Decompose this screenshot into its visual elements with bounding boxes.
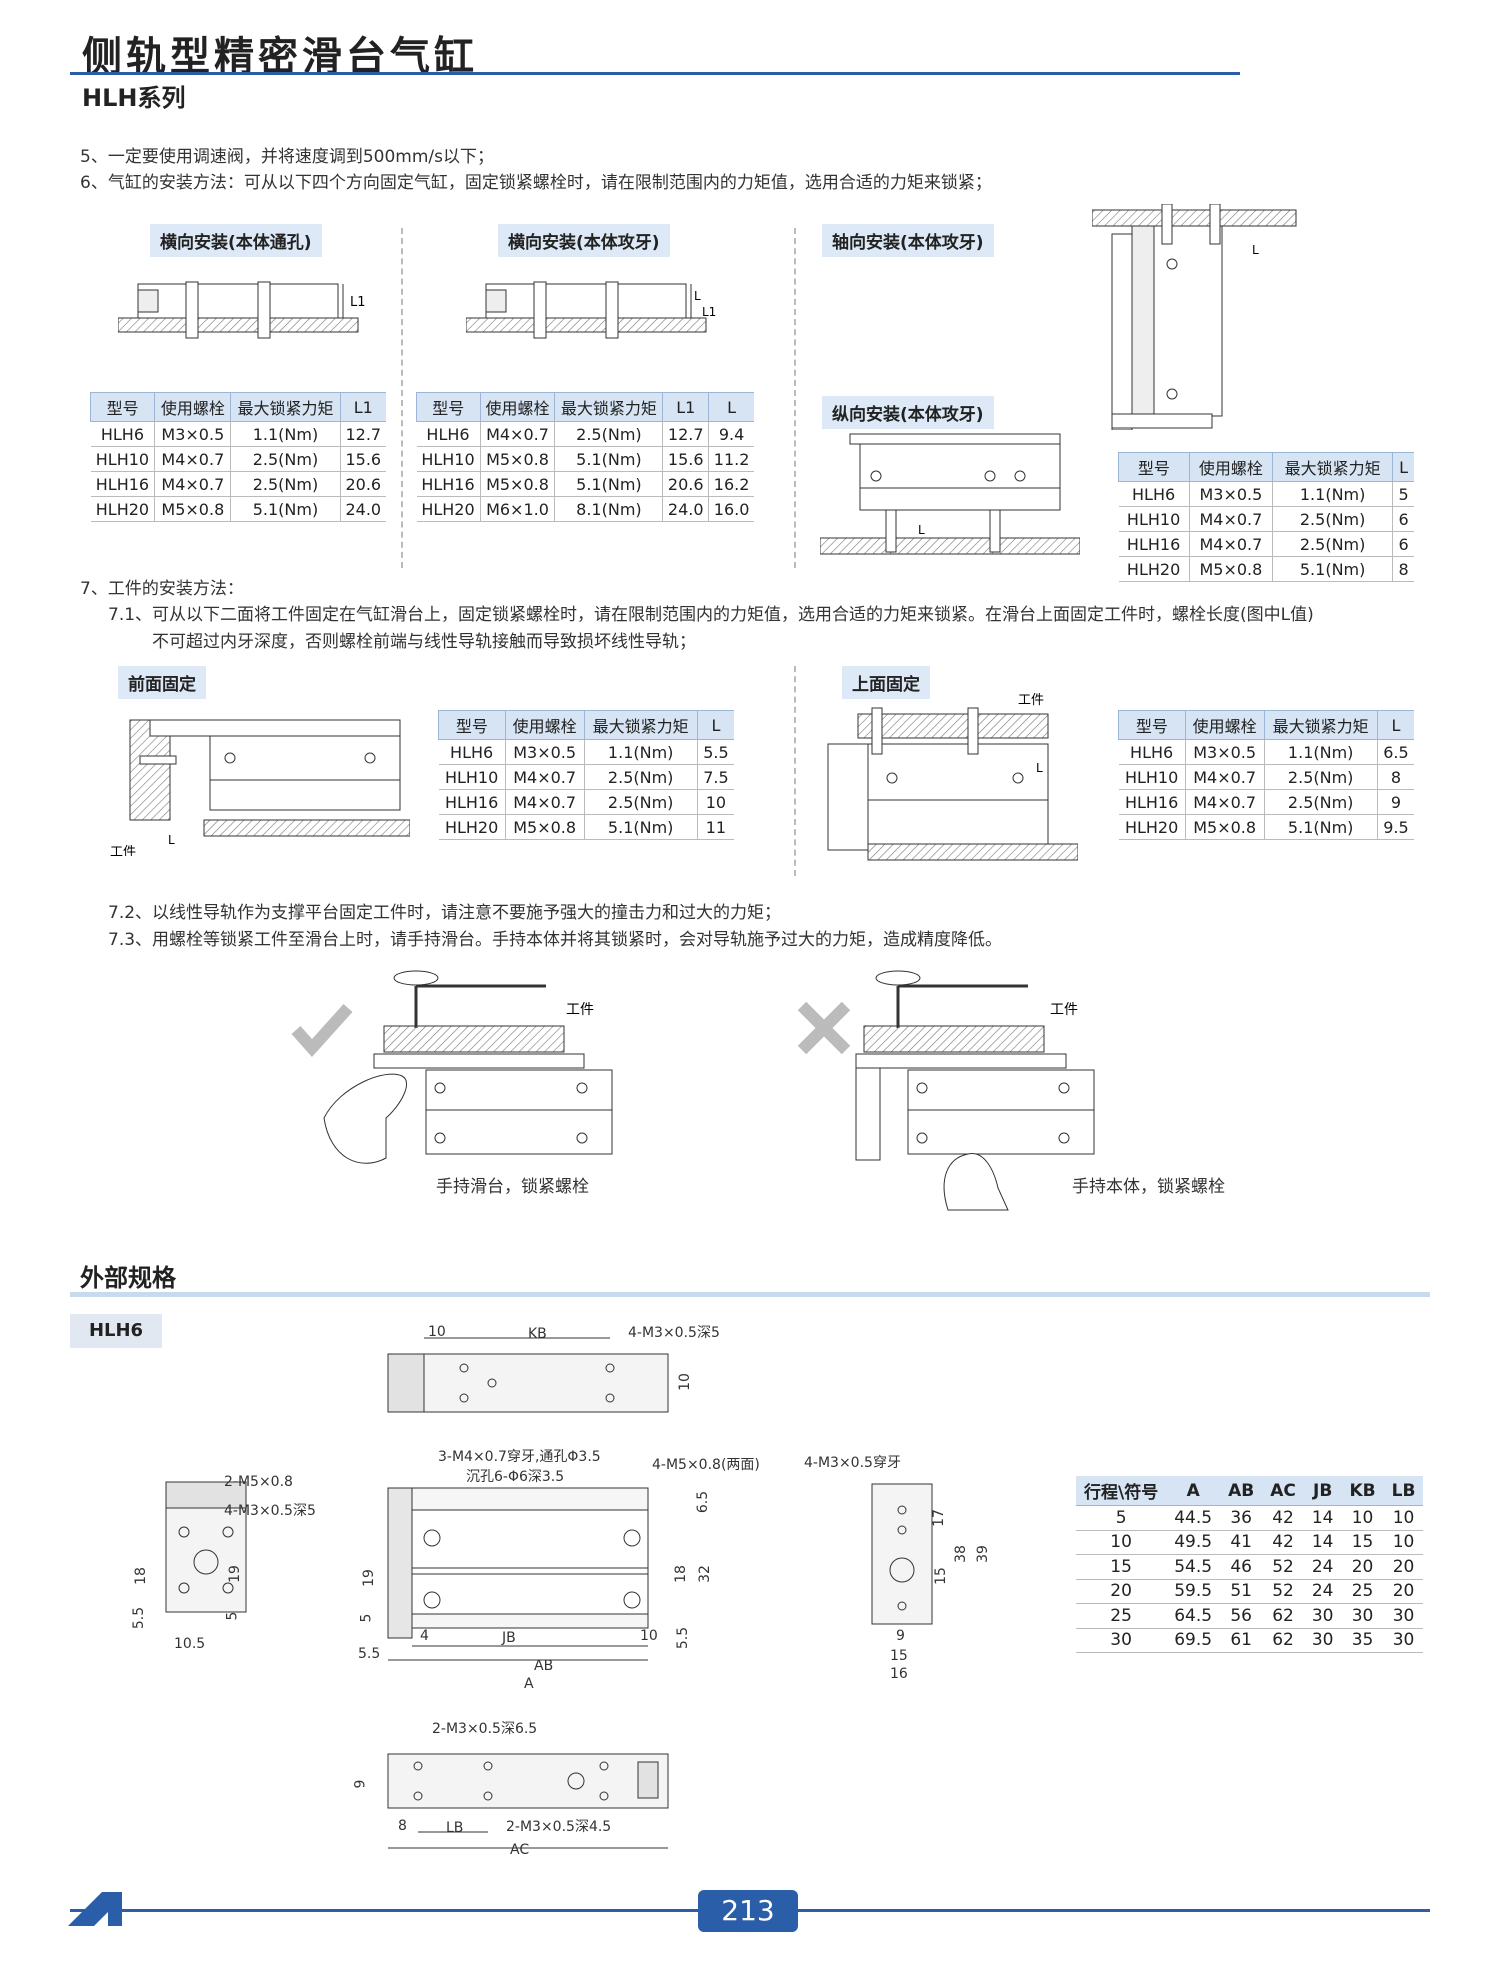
- header-rule: [70, 72, 1240, 75]
- note-7-1b: 不可超过内牙深度，否则螺栓前端与线性导轨接触而导致损坏线性导轨；: [152, 632, 696, 652]
- svg-text:L: L: [1252, 243, 1259, 257]
- drawing-front-view: [387, 1487, 649, 1661]
- tag-axial-tapped: 轴向安装(本体攻牙): [822, 224, 994, 257]
- divider-3: [794, 666, 796, 876]
- svg-text:工件: 工件: [110, 845, 136, 856]
- note-7: 7、工件的安装方法：: [80, 579, 244, 599]
- diagram-longitudinal: L: [820, 433, 1080, 555]
- svg-text:L: L: [918, 523, 925, 537]
- diagram-axial: L: [1092, 204, 1297, 430]
- drawing-bottom-view: [387, 1753, 669, 1849]
- cross-icon: [798, 1001, 851, 1055]
- svg-text:工件: 工件: [566, 1002, 594, 1018]
- drawing-top-view: [387, 1337, 669, 1413]
- svg-text:L: L: [168, 833, 175, 847]
- illustration-good: 工件: [291, 970, 613, 1164]
- section-title-external: 外部规格: [80, 1264, 176, 1292]
- tag-lateral-through: 横向安装(本体通孔): [150, 224, 322, 257]
- caption-good: 手持滑台，锁紧螺栓: [436, 1177, 589, 1197]
- note-7-3: 7.3、用螺栓等锁紧工件至滑台上时，请手持滑台。手持本体并将其锁紧时，会对导轨施…: [108, 930, 1003, 950]
- brand-logo-icon: [68, 1892, 122, 1926]
- check-icon: [291, 1003, 353, 1057]
- note-7-1a: 7.1、可从以下二面将工件固定在气缸滑台上，固定锁紧螺栓时，请在限制范围内的力矩…: [108, 605, 1314, 625]
- svg-text:工件: 工件: [1018, 693, 1044, 708]
- diagram-lateral-tapped: L L1: [466, 281, 716, 339]
- svg-text:L: L: [1036, 761, 1043, 775]
- series-title: HLH系列: [82, 84, 186, 112]
- caption-bad: 手持本体，锁紧螺栓: [1072, 1177, 1225, 1197]
- l1-label: L1: [350, 295, 366, 310]
- note-7-2: 7.2、以线性导轨作为支撑平台固定工件时，请注意不要施予强大的撞击力和过大的力矩…: [108, 903, 782, 923]
- drawing-end-view: [871, 1483, 933, 1625]
- tag-lateral-tapped: 横向安装(本体攻牙): [498, 224, 670, 257]
- tag-front-fix: 前面固定: [118, 666, 206, 699]
- note-5: 5、一定要使用调速阀，并将速度调到500mm/s以下；: [80, 147, 494, 167]
- page-number: 213: [698, 1890, 798, 1932]
- diagram-lateral-through: L1: [118, 281, 366, 339]
- illustration-bad: 工件: [798, 970, 1095, 1211]
- model-tag: HLH6: [70, 1314, 162, 1348]
- drawing-side-view: [165, 1481, 247, 1613]
- divider-2: [794, 228, 796, 568]
- section-rule: [70, 1292, 1430, 1297]
- tag-longitudinal-tapped: 纵向安装(本体攻牙): [822, 396, 994, 429]
- svg-text:L1: L1: [702, 305, 716, 319]
- tag-top-fix: 上面固定: [842, 666, 930, 699]
- svg-text:L: L: [694, 289, 701, 303]
- note-6: 6、气缸的安装方法：可从以下四个方向固定气缸，固定锁紧螺栓时，请在限制范围内的力…: [80, 173, 992, 193]
- diagram-front-fix: 工件 L: [110, 719, 410, 856]
- diagram-top-fix: 工件 L: [827, 693, 1078, 861]
- svg-text:工件: 工件: [1050, 1002, 1078, 1018]
- divider-1: [401, 228, 403, 568]
